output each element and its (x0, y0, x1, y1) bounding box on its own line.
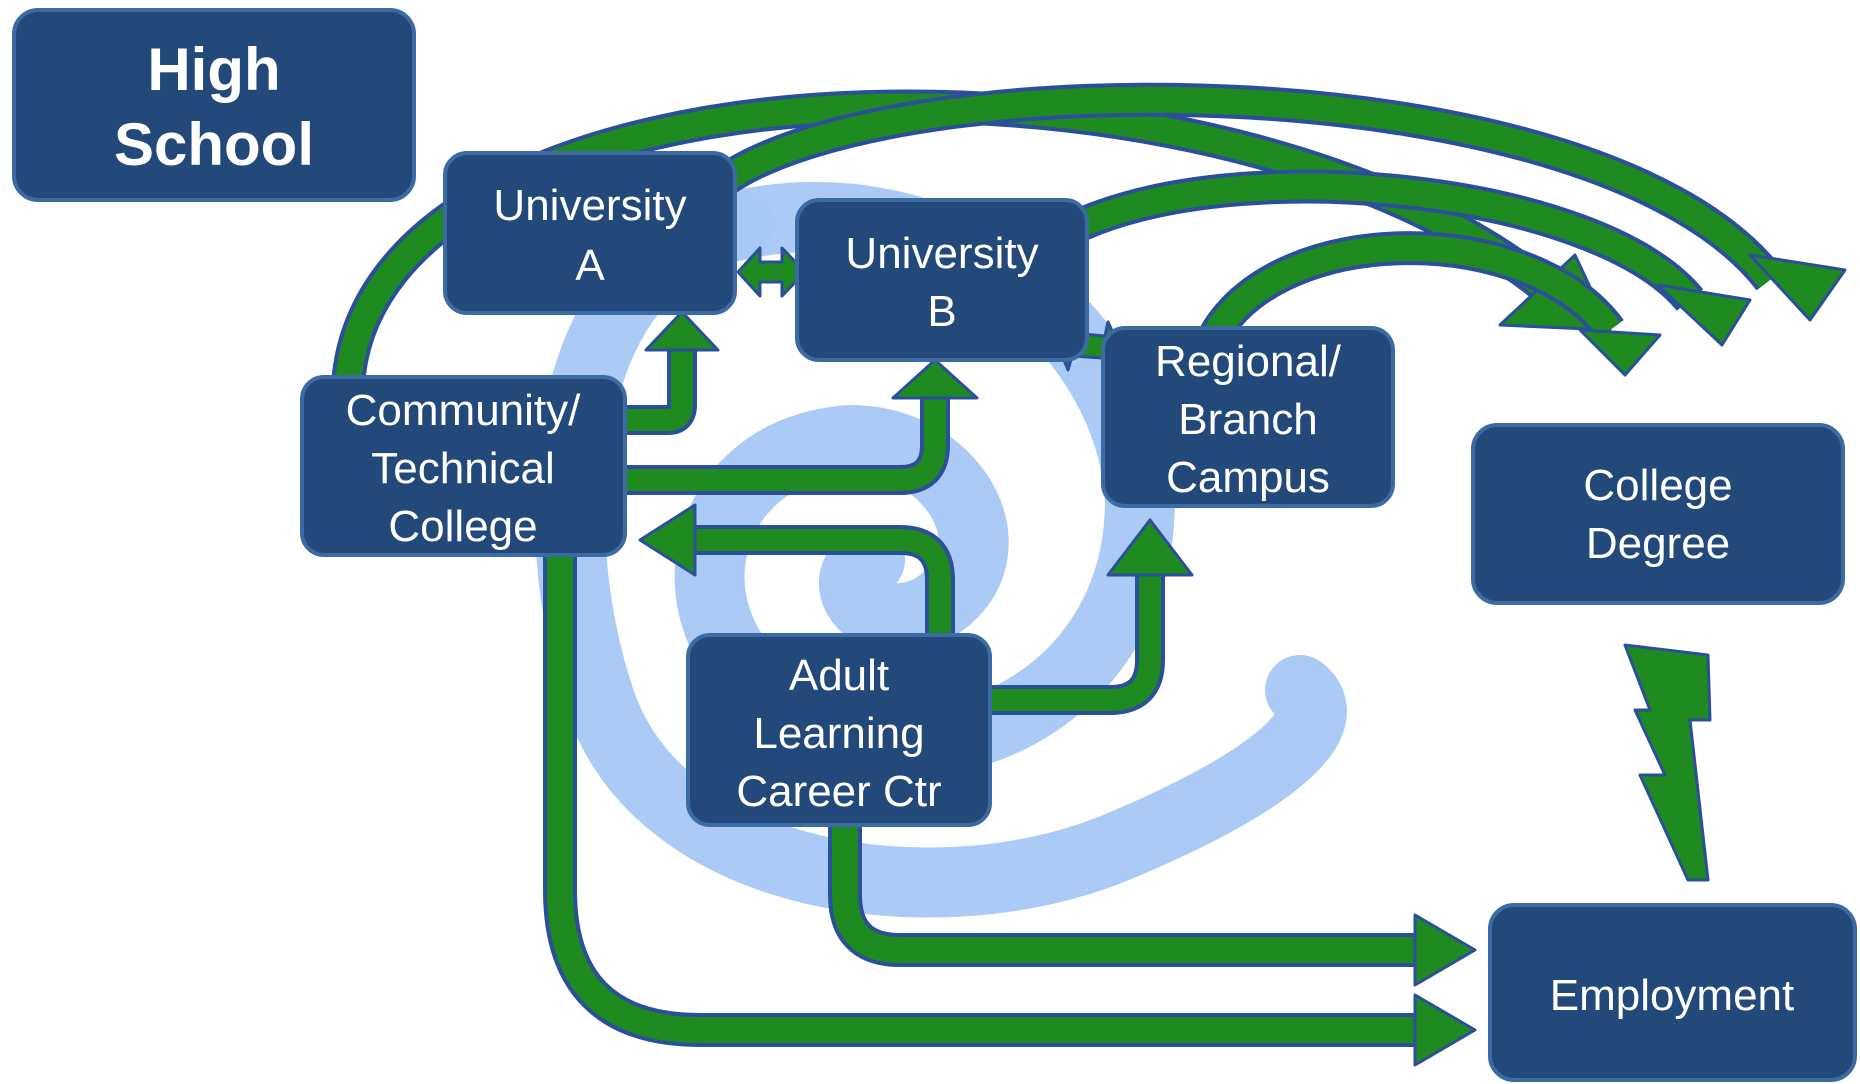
node-university-a-line1: University (493, 181, 686, 230)
node-regional-campus: Regional/ Branch Campus (1101, 326, 1395, 508)
node-adult-learning: Adult Learning Career Ctr (686, 633, 992, 827)
node-college-degree-line2: Degree (1586, 519, 1730, 568)
node-regional-campus-line2: Branch (1178, 395, 1317, 444)
node-employment: Employment (1488, 903, 1857, 1082)
node-adult-learning-line2: Learning (753, 709, 924, 758)
arrow-community-to-employment (543, 550, 1477, 1067)
arrow-universityb-to-degree (1073, 169, 1752, 347)
node-high-school-line2: School (114, 111, 314, 178)
node-community-college: Community/ Technical College (300, 375, 627, 557)
node-university-b: University B (795, 198, 1089, 362)
arrow-community-to-university-b (625, 358, 979, 495)
node-university-b-line2: B (927, 287, 956, 336)
node-college-degree-line1: College (1583, 461, 1732, 510)
arrow-adult-to-employment (828, 825, 1477, 987)
arrow-adult-to-community (638, 503, 955, 635)
node-community-college-line2: Technical (371, 444, 554, 493)
node-high-school: High School (12, 8, 416, 202)
arrow-community-to-university-a (625, 310, 720, 435)
node-regional-campus-line1: Regional/ (1155, 337, 1342, 386)
node-community-college-line3: College (388, 502, 537, 551)
arrow-community-to-degree-2 (715, 82, 1847, 322)
node-university-a: University A (443, 151, 737, 315)
lightning-bolt-icon (1623, 643, 1712, 882)
node-university-a-line2: A (575, 241, 605, 290)
node-university-b-line1: University (845, 229, 1038, 278)
arrow-regional-to-degree (1200, 231, 1662, 377)
node-community-college-line1: Community/ (346, 386, 581, 435)
node-adult-learning-line1: Adult (789, 651, 889, 700)
node-regional-campus-line3: Campus (1166, 453, 1330, 502)
arrow-adult-to-regional (990, 518, 1194, 715)
node-employment-line1: Employment (1550, 971, 1795, 1020)
node-college-degree: College Degree (1471, 423, 1845, 605)
node-adult-learning-line3: Career Ctr (736, 767, 941, 816)
node-high-school-line1: High (147, 36, 280, 103)
